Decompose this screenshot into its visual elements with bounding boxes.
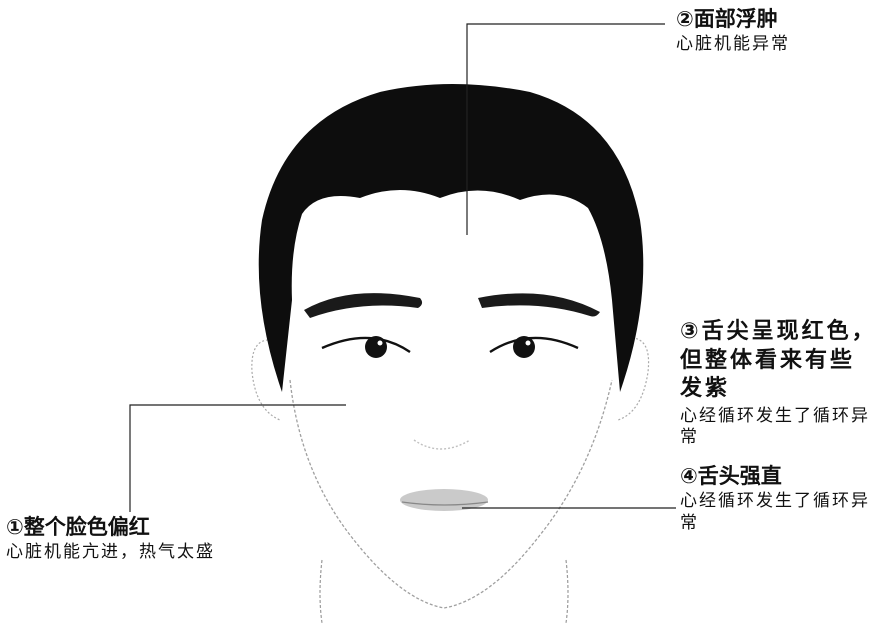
annotation-title: ①整个脸色偏红 xyxy=(6,515,150,539)
left-eye-outline xyxy=(321,336,411,353)
right-eye-highlight xyxy=(525,340,531,346)
annotation-tongue-tip: ③舌尖呈现红色，但整体看来有些发紫 心经循环发生了循环异常 xyxy=(680,318,878,448)
face-outline xyxy=(289,379,613,609)
leader-line-2 xyxy=(466,23,665,235)
left-ear xyxy=(251,339,281,421)
annotation-stiff-tongue: ④舌头强直 心经循环发生了循环异常 xyxy=(680,463,878,534)
right-eyebrow xyxy=(478,293,600,317)
annotation-facial-swelling: ②面部浮肿 心脏机能异常 xyxy=(676,6,876,56)
annotation-red-face: ①整个脸色偏红 心脏机能亢进，热气太盛 xyxy=(6,514,326,564)
hair xyxy=(258,84,644,392)
left-eye xyxy=(365,336,387,358)
annotation-desc: 心脏机能异常 xyxy=(676,34,790,55)
nose xyxy=(413,439,471,450)
lip-line xyxy=(401,501,489,506)
lips xyxy=(400,489,488,511)
neck-outline xyxy=(319,559,569,623)
right-eye xyxy=(513,336,535,358)
annotation-desc: 心经循环发生了循环异常 xyxy=(680,405,870,448)
annotation-title: ③舌尖呈现红色，但整体看来有些发紫 xyxy=(680,319,877,402)
annotation-desc: 心经循环发生了循环异常 xyxy=(680,491,870,533)
right-eye-outline xyxy=(489,336,579,354)
annotation-title: ②面部浮肿 xyxy=(676,7,778,31)
left-eyebrow xyxy=(304,293,423,318)
annotation-title: ④舌头强直 xyxy=(680,464,782,488)
annotation-desc: 心脏机能亢进，热气太盛 xyxy=(6,542,215,563)
left-eye-highlight xyxy=(377,340,383,346)
leader-line-1 xyxy=(129,404,346,512)
